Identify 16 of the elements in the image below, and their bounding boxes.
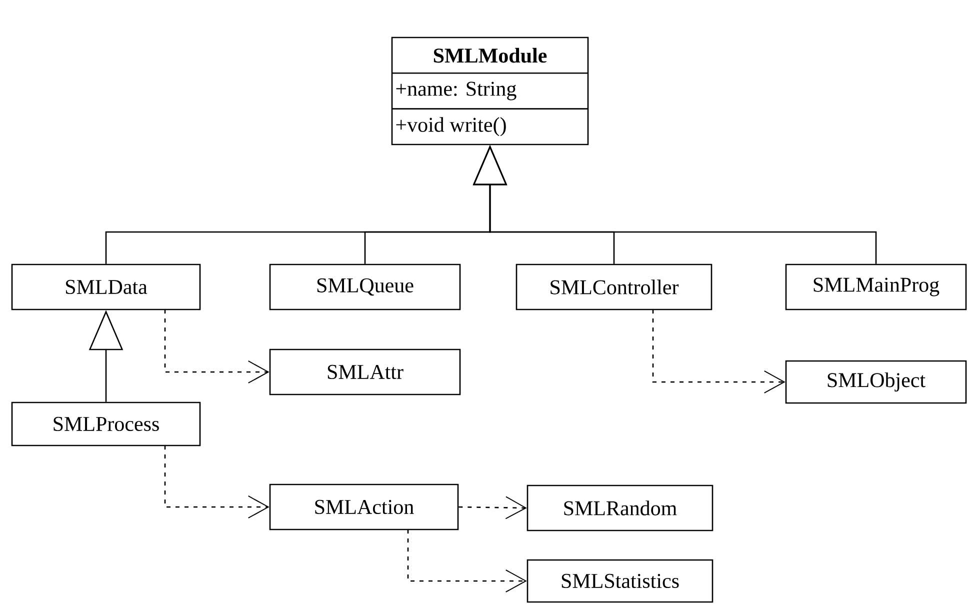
dependency-arrow [164,310,270,384]
class-box: SMLModule +name: String +void write() [391,36,589,146]
dependency-arrow [407,530,527,592]
class-box: SMLAttr [269,348,461,396]
class-box: SMLAction [269,484,459,530]
dependency-arrow [652,310,786,394]
class-box: SMLObject [785,360,967,404]
class-box: SMLData [11,264,201,310]
class-box: SMLQueue [269,264,461,310]
class-box: SMLStatistics [526,559,714,603]
class-box: SMLController [516,264,712,310]
dependency-arrow [164,446,270,518]
class-box: SMLMainProg [785,264,967,310]
dependency-arrow [458,496,527,520]
class-box: SMLProcess [11,402,201,446]
class-box: SMLRandom [526,484,714,532]
